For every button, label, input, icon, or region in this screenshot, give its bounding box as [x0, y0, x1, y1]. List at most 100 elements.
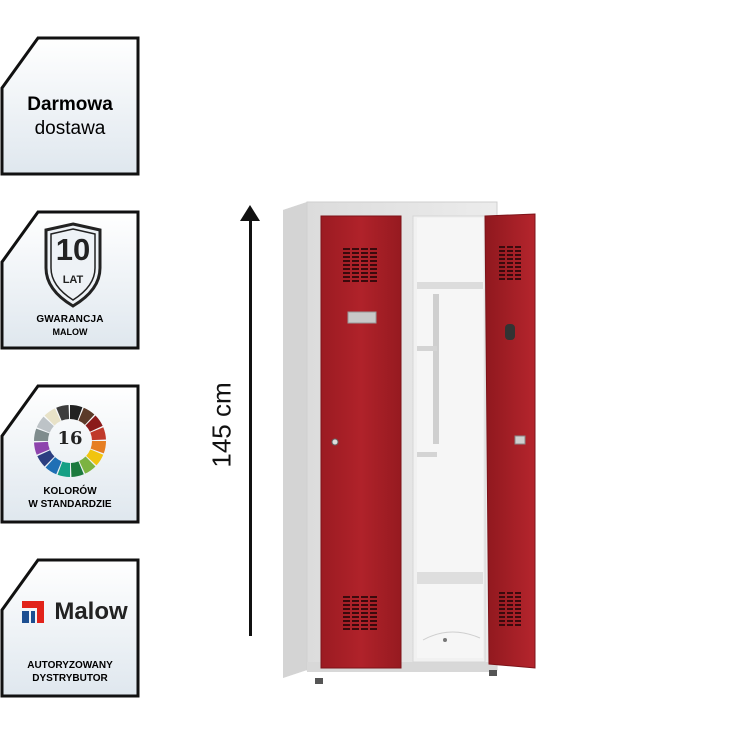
- vent-slot: [361, 620, 368, 622]
- vent-slot: [352, 608, 359, 610]
- color-swatch: [36, 416, 54, 433]
- vent-slot: [361, 600, 368, 602]
- warranty-badge: 10 LAT GWARANCJA MALOW: [0, 210, 140, 350]
- vent-slot: [515, 600, 521, 602]
- distributor-line-1: AUTORYZOWANY: [27, 660, 113, 671]
- vent-slot: [370, 608, 377, 610]
- vent-slot: [515, 250, 521, 252]
- color-swatch: [86, 449, 104, 466]
- vent-slot: [343, 276, 350, 278]
- vent-slot: [343, 620, 350, 622]
- color-swatch: [85, 415, 103, 432]
- vent-slot: [370, 264, 377, 266]
- locker-image: [283, 201, 536, 684]
- vent-slot: [370, 600, 377, 602]
- vent-slot: [343, 264, 350, 266]
- vent-bottom: [343, 596, 377, 630]
- vent-slot: [507, 608, 513, 610]
- brand-name: Malow: [54, 598, 128, 625]
- vent-slot: [507, 266, 513, 268]
- color-swatch: [56, 405, 70, 421]
- left-door: [320, 215, 402, 669]
- vent-slot: [515, 604, 521, 606]
- vent-slot: [361, 280, 368, 282]
- vent-slot: [507, 624, 513, 626]
- vent-slot: [499, 270, 505, 272]
- vent-slot: [352, 612, 359, 614]
- vent-slot: [507, 616, 513, 618]
- vent-slot: [515, 608, 521, 610]
- vent-slot: [515, 274, 521, 276]
- top-shelf: [417, 282, 483, 289]
- arrow-up-icon: [240, 205, 260, 221]
- vent-slot: [499, 608, 505, 610]
- vent-slot: [352, 628, 359, 630]
- vent-slot: [499, 600, 505, 602]
- vent-slot: [352, 256, 359, 258]
- bottom-shelf: [417, 572, 483, 584]
- label-holder: [347, 311, 377, 324]
- vent-slot: [343, 628, 350, 630]
- vent-slot: [499, 604, 505, 606]
- color-swatch: [79, 456, 96, 474]
- vent-slot: [370, 628, 377, 630]
- vent-slot: [361, 268, 368, 270]
- vent-slot: [352, 264, 359, 266]
- vent-slot: [352, 600, 359, 602]
- vent-slot: [361, 604, 368, 606]
- vent-slot: [352, 268, 359, 270]
- vent-slot: [370, 616, 377, 618]
- badge-frame: [0, 558, 140, 698]
- vent-slot: [515, 624, 521, 626]
- vent-top: [499, 246, 521, 280]
- vent-slot: [515, 616, 521, 618]
- vent-slot: [343, 604, 350, 606]
- vent-slot: [515, 254, 521, 256]
- warranty-unit: LAT: [62, 274, 84, 286]
- vent-slot: [361, 248, 368, 250]
- delivery-line-1: Darmowa: [27, 94, 113, 115]
- vent-slot: [352, 620, 359, 622]
- vent-slot: [361, 624, 368, 626]
- vent-slot: [352, 276, 359, 278]
- vent-slot: [507, 278, 513, 280]
- vent-slot: [499, 254, 505, 256]
- vent-slot: [499, 596, 505, 598]
- vent-slot: [361, 608, 368, 610]
- vent-slot: [499, 250, 505, 252]
- height-dimension-line: [249, 216, 252, 636]
- vent-slot: [499, 262, 505, 264]
- vent-slot: [370, 260, 377, 262]
- vent-slot: [370, 280, 377, 282]
- vent-slot: [515, 270, 521, 272]
- color-swatch: [70, 461, 84, 477]
- vent-slot: [515, 620, 521, 622]
- vent-slot: [499, 612, 505, 614]
- free-delivery-badge: Darmowa dostawa: [0, 36, 140, 176]
- vent-slot: [507, 596, 513, 598]
- color-swatch: [37, 450, 55, 467]
- vent-top: [343, 248, 377, 282]
- vent-slot: [515, 592, 521, 594]
- color-wheel-icon: [34, 405, 106, 477]
- warranty-years: 10: [55, 232, 91, 267]
- vent-slot: [499, 274, 505, 276]
- vent-slot: [370, 596, 377, 598]
- color-swatch: [70, 405, 83, 421]
- vent-slot: [515, 258, 521, 260]
- right-door-open: [484, 213, 536, 669]
- vent-slot: [370, 624, 377, 626]
- vent-bottom: [499, 592, 521, 626]
- badge-frame: [0, 210, 140, 350]
- vent-slot: [370, 268, 377, 270]
- vent-slot: [507, 262, 513, 264]
- vent-slot: [361, 256, 368, 258]
- vent-slot: [352, 260, 359, 262]
- vent-slot: [507, 612, 513, 614]
- vent-slot: [515, 612, 521, 614]
- distributor-line-2: DYSTRYBUTOR: [32, 673, 108, 684]
- malow-logo-icon: [22, 601, 45, 623]
- badge-frame: [0, 36, 140, 176]
- vent-slot: [370, 256, 377, 258]
- vent-slot: [499, 258, 505, 260]
